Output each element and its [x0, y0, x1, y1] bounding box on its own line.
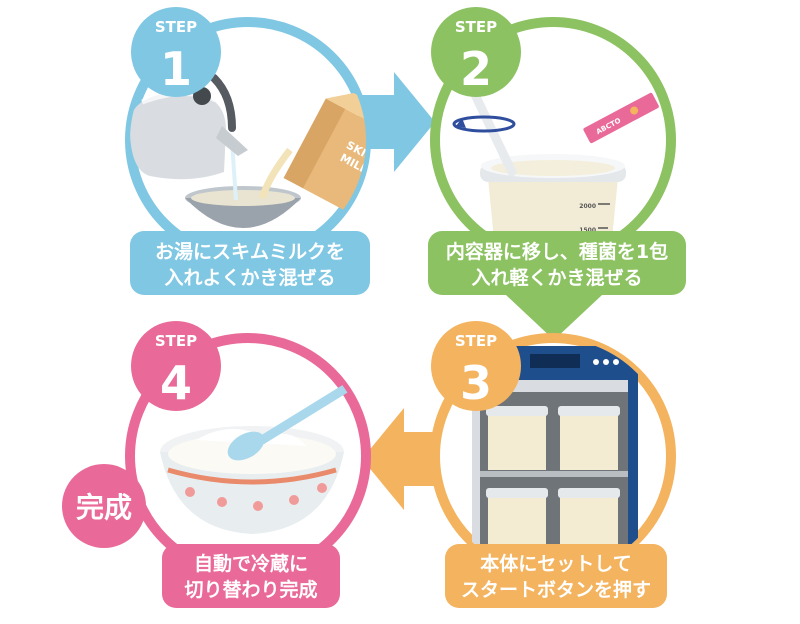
step-2-label: STEP: [455, 18, 497, 36]
step-1-caption-box: [130, 231, 370, 295]
step-2-caption-line2: 入れ軽くかき混ぜる: [471, 267, 642, 289]
arrow-step1-to-step2: [360, 72, 435, 172]
step-4-caption-line1: 自動で冷蔵に: [194, 552, 308, 575]
step-1-badge: [131, 7, 221, 97]
yogurt-bowl-icon: [160, 426, 344, 534]
step-2-number: 2: [460, 42, 492, 96]
skim-milk-carton-icon: SKIM MILK: [283, 92, 366, 221]
rotation-arrow-icon: [452, 115, 516, 133]
step-3-panel: STEP 3 本体にセットして スタートボタンを押す: [430, 321, 676, 608]
step-4-panel: STEP 4 完成 自動で冷蔵に 切り替わり完成: [62, 321, 371, 608]
step-4-caption-box: [162, 544, 340, 608]
step-3-caption-line1: 本体にセットして: [480, 552, 631, 575]
step-2-caption-box: [428, 231, 686, 295]
complete-badge-label: 完成: [76, 491, 132, 524]
step-4-badge: [131, 321, 221, 411]
step-1-caption-line2: 入れよくかき混ぜる: [164, 267, 335, 289]
step-3-caption-line2: スタートボタンを押す: [461, 578, 651, 601]
arrow-step3-to-step4: [362, 408, 442, 510]
complete-badge: [62, 464, 146, 548]
step-2-caption-line1: 内容器に移し、種菌を1包: [446, 240, 668, 263]
step-1-illustration: SKIM MILK: [130, 74, 366, 228]
step-2-badge: [431, 7, 521, 97]
container-mark-bottom: 1500: [579, 227, 596, 234]
step-4-number: 4: [160, 356, 192, 410]
step-3-label: STEP: [455, 332, 497, 350]
step-3-caption-box: [445, 544, 667, 608]
step-1-caption-line1: お湯にスキムミルクを: [155, 241, 345, 263]
step-4-label: STEP: [155, 332, 197, 350]
step-4-illustration: [160, 377, 361, 534]
step-3-number: 3: [460, 356, 492, 410]
step-2-panel: 2000 1500 ABCTO STEP 2 内容器に移し、種菌を1包 入れ軽く…: [428, 7, 686, 295]
step-1-number: 1: [160, 42, 192, 96]
container-mark-top: 2000: [579, 203, 596, 210]
step-2-illustration: 2000 1500 ABCTO: [452, 75, 659, 258]
step-1-panel: SKIM MILK STEP 1 お湯にスキムミルクを 入れよくかき混ぜる: [125, 7, 371, 295]
step-3-badge: [431, 321, 521, 411]
step-1-label: STEP: [155, 18, 197, 36]
step-4-caption-line2: 切り替わり完成: [184, 578, 317, 601]
